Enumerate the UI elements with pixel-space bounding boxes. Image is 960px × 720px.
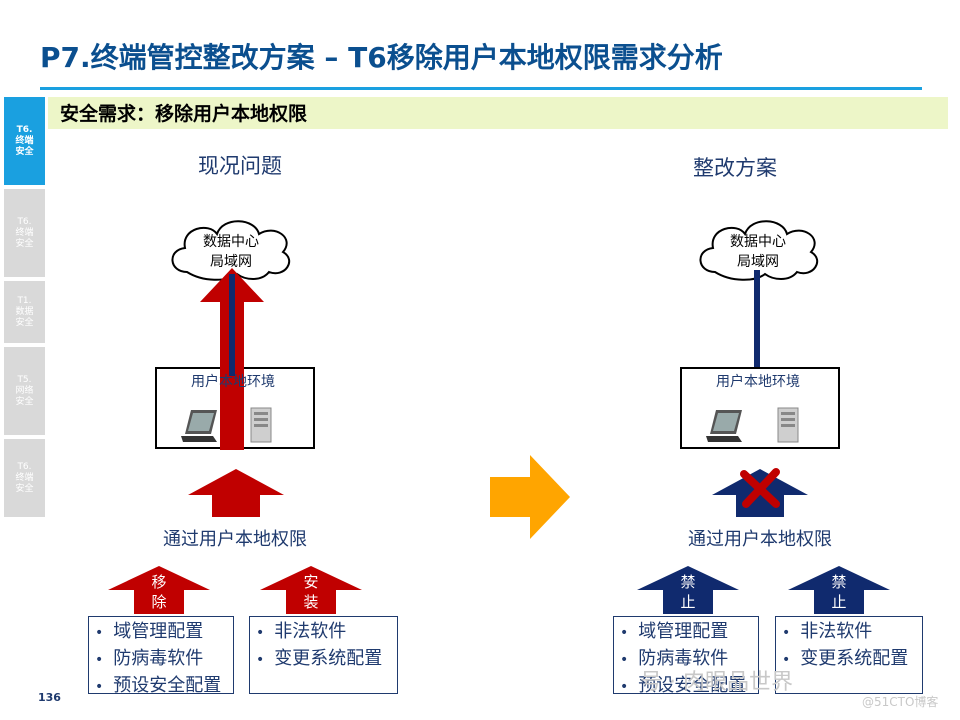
sidebar-tab-t5[interactable]: T5. 网络 安全 bbox=[4, 347, 45, 435]
list-item: 非法软件 bbox=[256, 619, 391, 646]
server-icon bbox=[250, 407, 272, 443]
forbid-arrow-left bbox=[637, 566, 739, 614]
sidebar-tab-t6-lower[interactable]: T6. 终端 安全 bbox=[4, 439, 45, 517]
cloud-label-line1: 数据中心 bbox=[730, 234, 786, 250]
laptop-icon bbox=[181, 410, 217, 442]
install-arrow bbox=[260, 566, 362, 614]
current-list-right: 非法软件 变更系统配置 bbox=[249, 616, 398, 694]
install-arrow-label: 安 装 bbox=[303, 573, 319, 611]
cloud-label-line2: 局域网 bbox=[210, 254, 252, 270]
cloud-label-line2: 局域网 bbox=[737, 254, 779, 270]
cloud-icon bbox=[171, 220, 290, 281]
page-number: 136 bbox=[38, 691, 61, 704]
remove-arrow-label: 移 除 bbox=[151, 573, 167, 611]
remove-arrow bbox=[108, 566, 210, 614]
server-icon bbox=[777, 407, 799, 443]
user-env-label: 用户本地环境 bbox=[716, 374, 800, 390]
cloud-icon bbox=[699, 220, 818, 281]
list-item: 预设安全配置 bbox=[95, 673, 227, 700]
list-item: 域管理配置 bbox=[95, 619, 227, 646]
current-list-left: 域管理配置 防病毒软件 预设安全配置 bbox=[88, 616, 234, 696]
list-item: 变更系统配置 bbox=[256, 646, 391, 673]
solution-heading: 整改方案 bbox=[693, 156, 777, 180]
laptop-icon bbox=[706, 410, 742, 442]
forbid-arrow-left-label: 禁 止 bbox=[680, 573, 696, 611]
current-heading: 现况问题 bbox=[198, 154, 282, 178]
list-item: 预设安全配置 bbox=[620, 673, 752, 700]
list-item: 非法软件 bbox=[782, 619, 916, 646]
forbid-arrow-right bbox=[788, 566, 890, 614]
solution-list-left: 域管理配置 防病毒软件 预设安全配置 bbox=[613, 616, 759, 696]
red-house-arrow bbox=[188, 469, 284, 517]
requirement-banner: 安全需求：移除用户本地权限 bbox=[48, 97, 948, 129]
list-item: 变更系统配置 bbox=[782, 646, 916, 673]
cloud-label-line1: 数据中心 bbox=[203, 234, 259, 250]
sidebar-tab-t6[interactable]: T6. 终端 安全 bbox=[4, 189, 45, 277]
transition-arrow bbox=[490, 455, 570, 539]
solution-caption: 通过用户本地权限 bbox=[688, 529, 832, 550]
forbid-arrow-right-label: 禁 止 bbox=[831, 573, 847, 611]
watermark-small: @51CTO博客 bbox=[862, 695, 939, 709]
deny-x-icon bbox=[740, 468, 780, 508]
list-item: 防病毒软件 bbox=[620, 646, 752, 673]
current-caption: 通过用户本地权限 bbox=[163, 529, 307, 550]
sidebar-tab-t1[interactable]: T1. 数据 安全 bbox=[4, 281, 45, 343]
list-item: 防病毒软件 bbox=[95, 646, 227, 673]
user-env-box bbox=[680, 367, 840, 449]
list-item: 域管理配置 bbox=[620, 619, 752, 646]
sidebar-tab-t6-active[interactable]: T6. 终端 安全 bbox=[4, 97, 45, 185]
red-up-arrow bbox=[200, 268, 264, 450]
title-divider bbox=[40, 87, 922, 90]
network-link-line bbox=[754, 270, 760, 370]
page-title: P7.终端管控整改方案 – T6移除用户本地权限需求分析 bbox=[40, 41, 723, 74]
user-env-label: 用户本地环境 bbox=[191, 374, 275, 390]
solution-list-right: 非法软件 变更系统配置 bbox=[775, 616, 923, 694]
watermark: 号 · 肉眼品世界 bbox=[640, 670, 793, 695]
